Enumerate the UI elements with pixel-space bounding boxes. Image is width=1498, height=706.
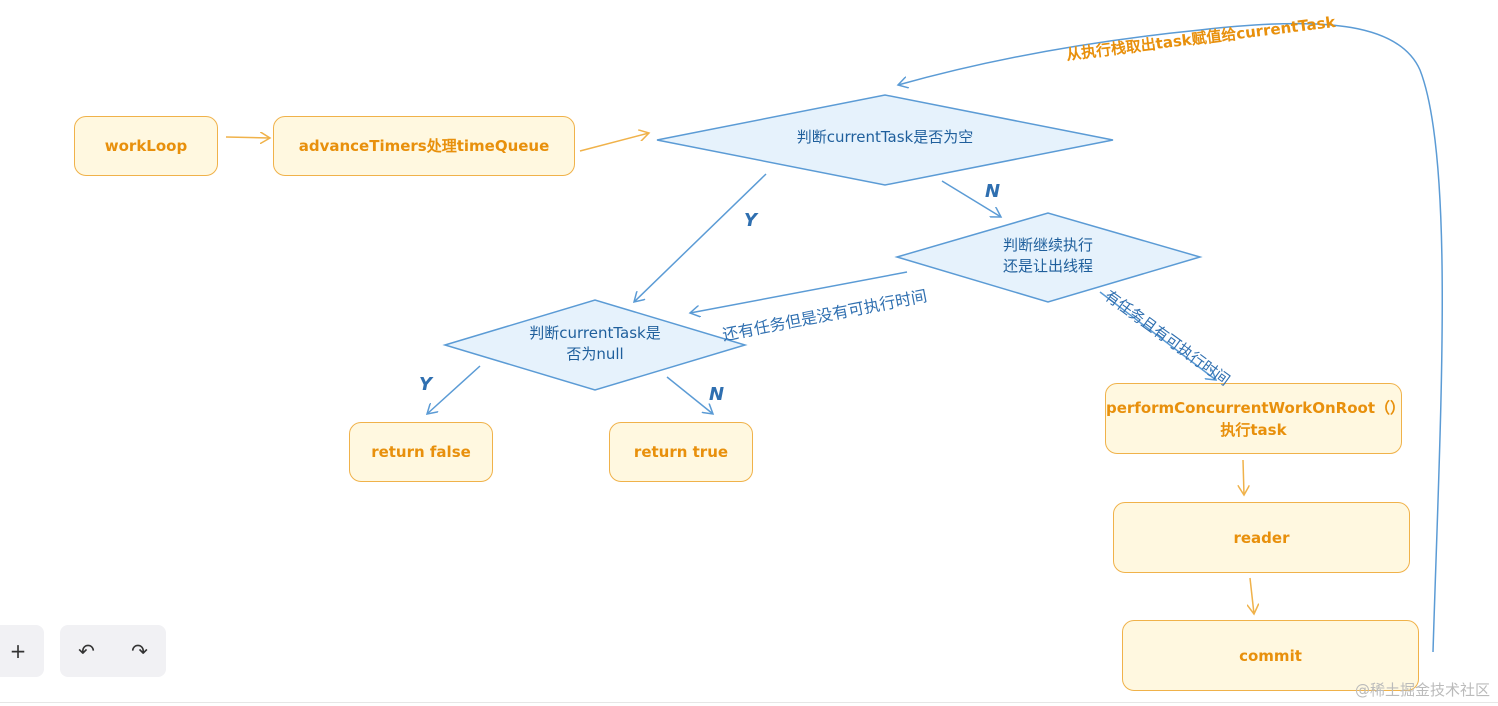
- node-commit[interactable]: commit: [1122, 620, 1419, 691]
- diamond-check-null[interactable]: [442, 299, 748, 391]
- arrow-advance-to-check: [579, 133, 649, 152]
- arrow-check-y: [634, 173, 767, 302]
- arrow-no-time: [690, 271, 908, 313]
- node-return-false-label: return false: [371, 443, 471, 461]
- arrow-has-time: [1099, 291, 1216, 380]
- history-toolbar: ↶ ↷: [60, 625, 166, 677]
- node-perform-work-line1: performConcurrentWorkOnRoot（）: [1106, 398, 1405, 417]
- diamond-continue-line2: 还是让出线程: [1002, 257, 1093, 275]
- diamond-continue-line1: 判断继续执行: [1002, 236, 1093, 254]
- diamond-check-current-task[interactable]: [656, 94, 1114, 186]
- node-return-false[interactable]: return false: [349, 422, 493, 482]
- redo-icon[interactable]: ↷: [131, 639, 148, 663]
- node-reader-label: reader: [1233, 528, 1290, 547]
- bottom-divider: [0, 702, 1498, 703]
- label-n-null: N: [709, 384, 725, 405]
- node-advance-timers[interactable]: advanceTimers处理timeQueue: [273, 116, 575, 176]
- node-reader[interactable]: reader: [1113, 502, 1410, 573]
- add-icon[interactable]: +: [9, 639, 27, 663]
- arrow-reader-to-commit: [1250, 577, 1254, 614]
- zoom-toolbar: +: [0, 625, 44, 677]
- arrow-perform-to-reader: [1243, 459, 1244, 495]
- diamond-continue-or-yield-label: 判断继续执行 还是让出线程: [948, 235, 1148, 277]
- arrow-null-y: [427, 365, 481, 414]
- node-perform-work[interactable]: performConcurrentWorkOnRoot（） 执行task: [1105, 383, 1405, 454]
- diamond-null-line2: 否为null: [566, 345, 624, 363]
- arrow-null-n: [666, 376, 713, 414]
- diamond-check-current-task-label: 判断currentTask是否为空: [796, 128, 974, 146]
- node-perform-work-line2: 执行task: [1220, 420, 1287, 439]
- label-y-check: Y: [744, 210, 758, 231]
- watermark: @稀土掘金技术社区: [1354, 681, 1490, 699]
- label-y-null: Y: [419, 374, 433, 395]
- undo-icon[interactable]: ↶: [78, 639, 95, 663]
- node-return-true-label: return true: [633, 443, 729, 461]
- node-workloop[interactable]: workLoop: [74, 116, 218, 176]
- diamond-null-line1: 判断currentTask是: [529, 324, 661, 342]
- node-advance-timers-label: advanceTimers处理timeQueue: [298, 137, 550, 155]
- node-return-true[interactable]: return true: [609, 422, 753, 482]
- arrow-loop-back: [898, 22, 1444, 653]
- diamond-continue-or-yield[interactable]: [894, 212, 1203, 303]
- label-n-check: N: [985, 181, 1001, 202]
- node-commit-label: commit: [1239, 646, 1302, 665]
- arrow-workloop-to-advance: [225, 137, 270, 138]
- arrow-check-n: [941, 180, 1001, 217]
- node-workloop-label: workLoop: [104, 137, 188, 155]
- diamond-check-null-label: 判断currentTask是 否为null: [495, 323, 695, 365]
